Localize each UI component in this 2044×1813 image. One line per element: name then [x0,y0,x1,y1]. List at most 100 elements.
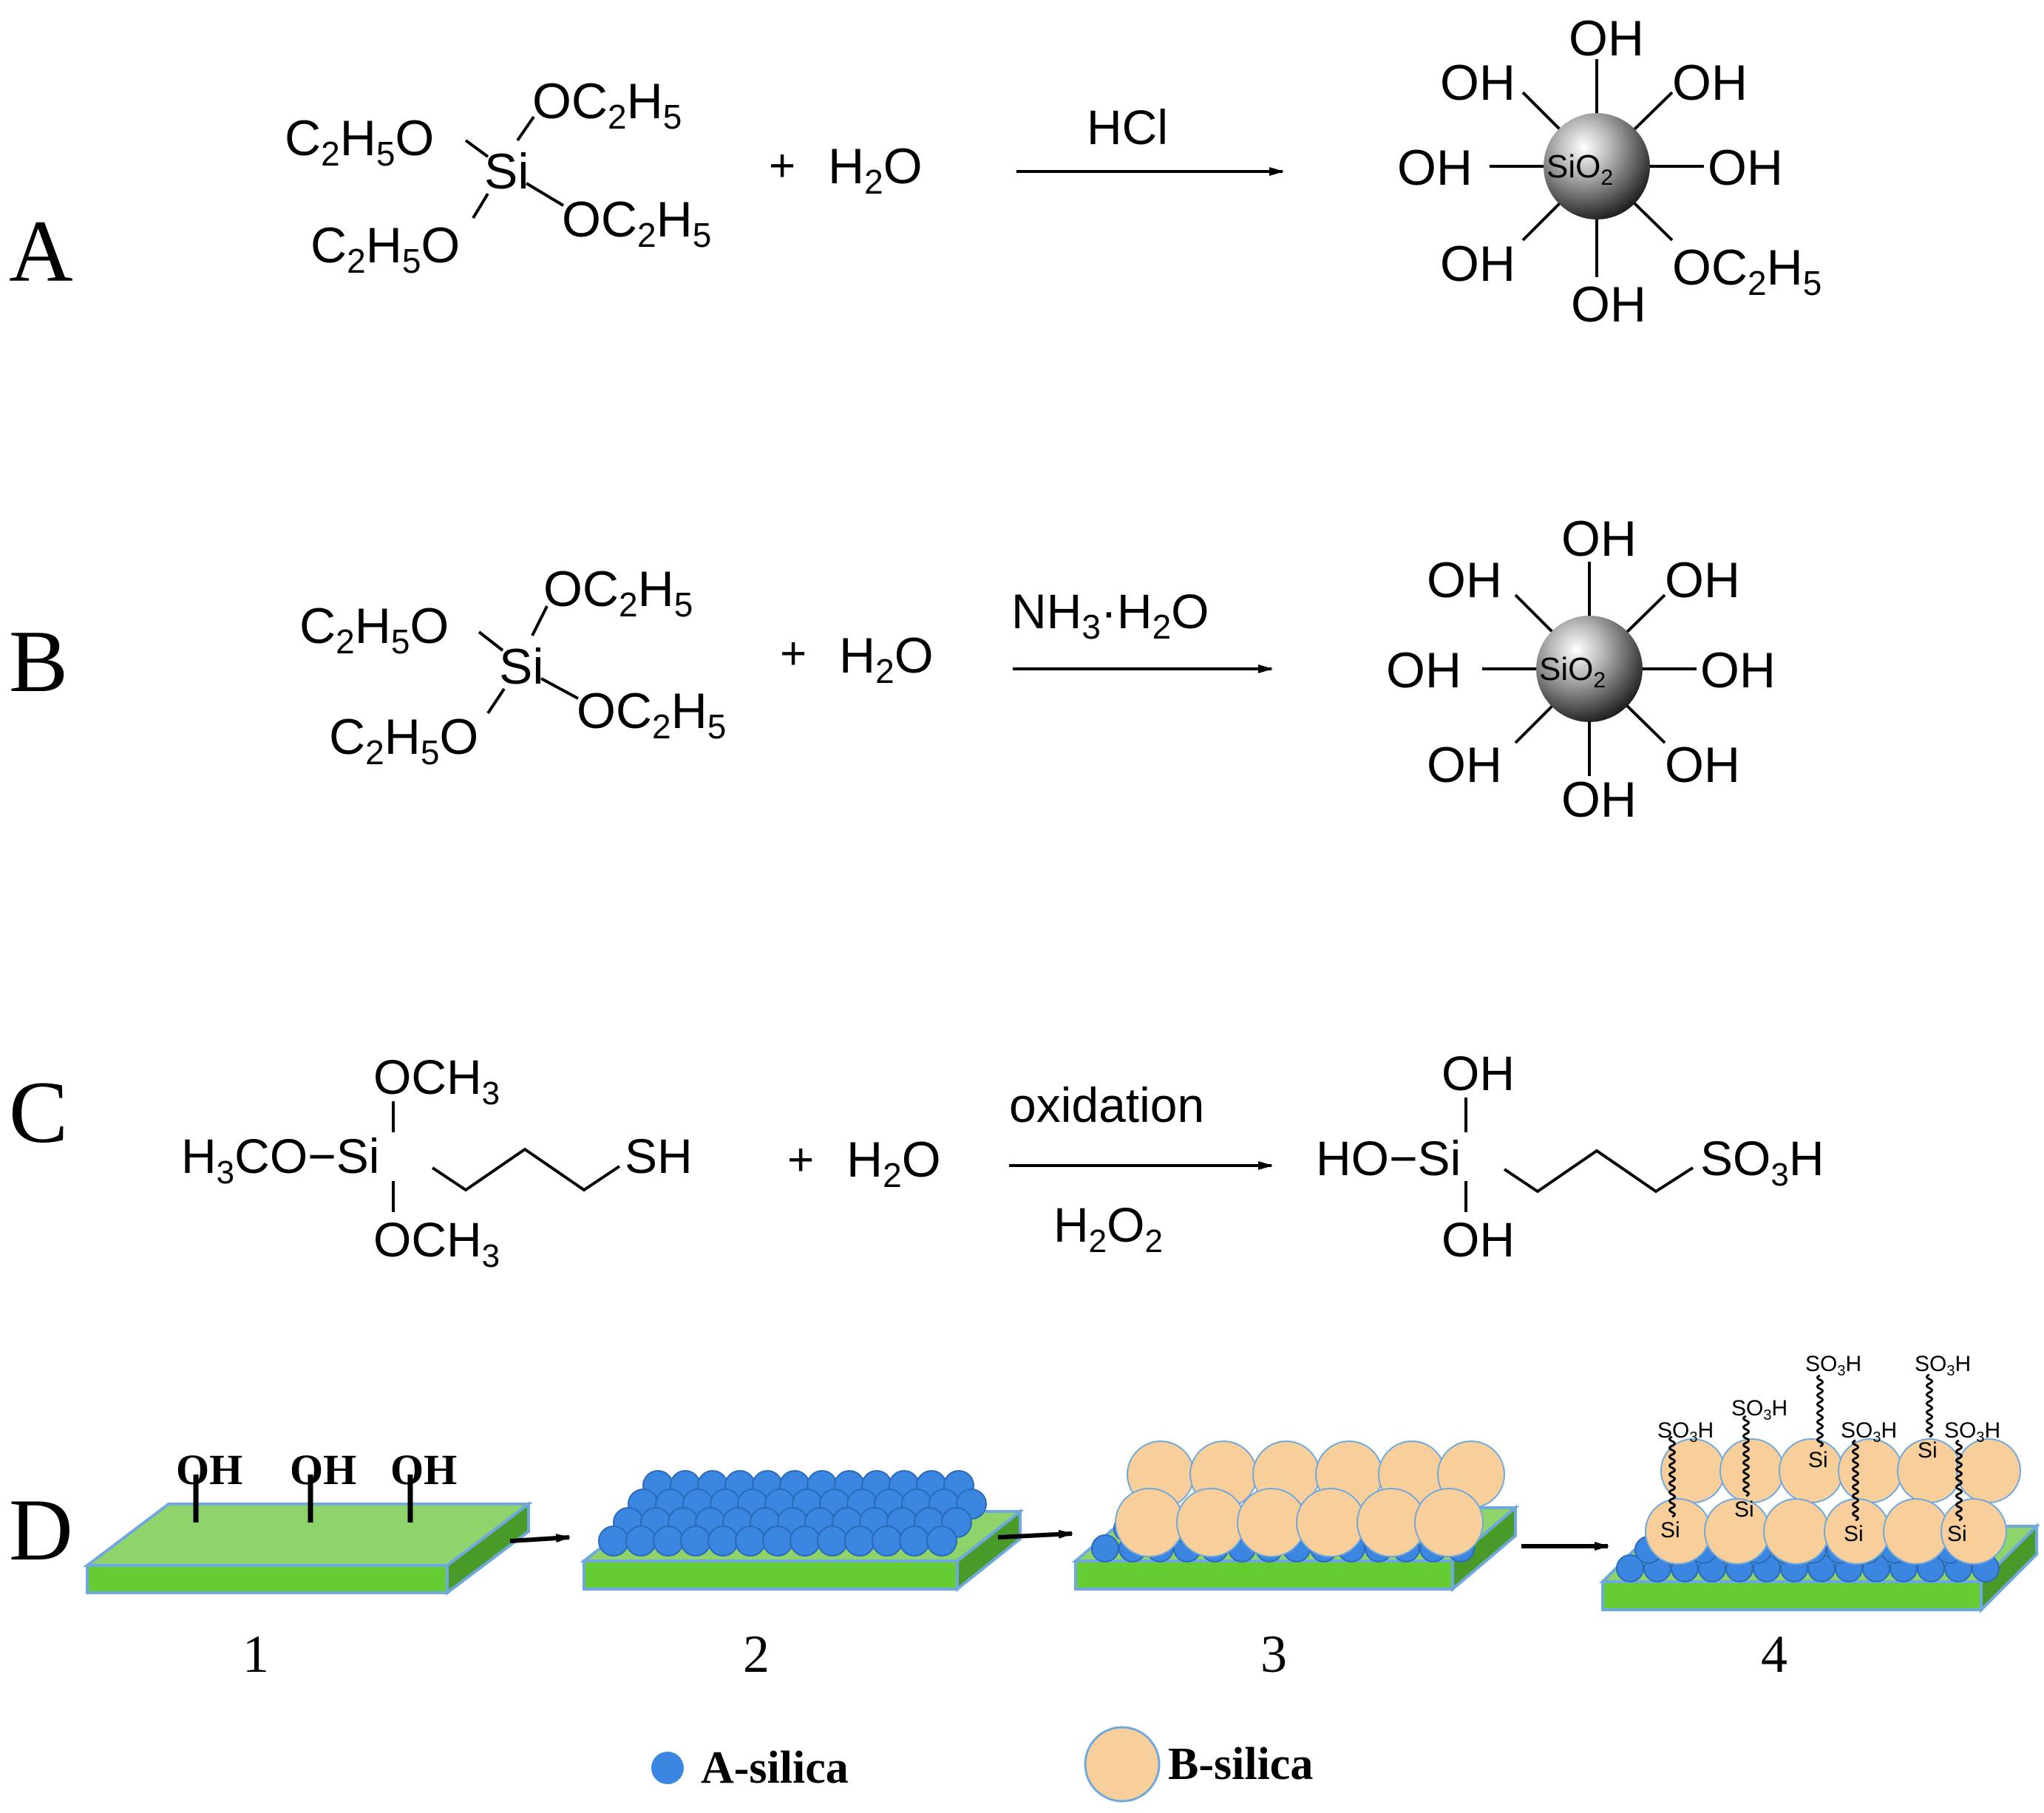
water-reagent-b: H2O [839,627,934,690]
teos-group-c2h5o-left-bottom: C2H5O [310,217,460,280]
graft-sulfonic-group: SO3H [1915,1352,1971,1379]
alkyl-linker [1955,1439,1963,1522]
graft-sulfonic-group: SO3H [1657,1418,1714,1446]
panel-label-a: A [9,202,73,300]
graft-si-atom: Si [1808,1448,1828,1472]
alkyl-linker [1742,1415,1750,1497]
a-silica-layer [598,1470,987,1557]
legend-b-silica-label: B-silica [1168,1739,1313,1789]
hydroxyl-top-right: OH [1672,55,1748,111]
reaction-b: C2H5O OC2H5 Si C2H5O OC2H5 + H2O NH3·H2O… [299,511,1776,828]
hydroxyl-b-bottom-right: OH [1665,737,1740,793]
graft-si-atom: Si [1734,1497,1754,1522]
sulfonic-group: SO3H [1700,1131,1824,1193]
product-propyl-chain [1503,1149,1694,1194]
b-silica-particle [1883,1498,1949,1565]
catalyst-ammonia: NH3·H2O [1011,584,1209,646]
a-silica-particle [625,1525,656,1557]
a-silica-particle [680,1525,711,1557]
graft-si-atom: Si [1660,1518,1680,1542]
teos-group-oc2h5-top: OC2H5 [532,73,682,136]
hydroxyl-b-top: OH [1561,511,1637,567]
graft-si-atom: Si [1947,1522,1967,1546]
alkyl-linker [1852,1439,1859,1522]
plus-sign-b: + [780,628,807,679]
surface-oh-2: OH [290,1446,356,1494]
legend: A-silica B-silica [651,1726,1313,1803]
a-silica-particle [844,1525,875,1557]
teos-b-group-oc2h5-bottom: OC2H5 [577,683,726,746]
hydroxyl-bottom: OH [1571,276,1646,333]
b-silica-particle [1176,1488,1246,1557]
teos-b-group-c2h5o-left-bottom: C2H5O [329,709,478,772]
a-silica-particle [762,1525,793,1557]
b-silica-particle [1838,1438,1903,1503]
panel-label-b: B [9,612,68,710]
hydroxyl-b-left: OH [1386,642,1461,698]
teos-group-c2h5o-left-top: C2H5O [285,110,434,173]
sio2-particle-b: SiO2 OH OH OH OH OH OH OH OH [1386,511,1776,828]
substrate-step-1: OH OH OH [83,1446,533,1596]
process-arrow-1 [509,1534,571,1543]
legend-a-silica-label: A-silica [701,1743,849,1793]
substrate-step-2 [580,1470,1025,1593]
water-reagent-c: H2O [846,1132,941,1194]
alkyl-linker [1816,1374,1824,1448]
mptms-h3co: H3CO−Si [181,1129,379,1191]
water-reagent-a: H2O [828,138,923,201]
step-number-4: 4 [1761,1625,1787,1684]
graft-si-atom: Si [1844,1522,1864,1546]
hydroxyl-b-bottom: OH [1561,772,1637,828]
graft-sulfonic-group: SO3H [1731,1396,1787,1423]
mptms-molecule: OCH3 H3CO−Si OCH3 SH [181,1050,693,1274]
sio2-particle-a: SiO2 OH OH OH OH OH OH OH OC2H5 [1397,10,1821,333]
step-number-3: 3 [1260,1625,1287,1684]
graft-sulfonic-group: SO3H [1805,1352,1861,1379]
a-silica-particle [899,1525,930,1557]
condition-oxidation: oxidation [1009,1078,1204,1132]
teos-group-oc2h5-bottom: OC2H5 [562,191,711,254]
product-oh-top: OH [1442,1046,1515,1101]
surface-oh-3: OH [390,1446,457,1494]
teos-si-atom: Si [484,143,529,200]
b-silica-particle [1956,1438,2021,1503]
b-silica-particle [1719,1438,1785,1503]
a-silica-particle [872,1525,903,1557]
propyl-chain [431,1147,621,1192]
graft-sulfonic-group: SO3H [1944,1418,2000,1446]
hydroxyl-top: OH [1569,10,1644,67]
hydroxyl-top-left: OH [1440,55,1515,111]
surface-oh-1: OH [176,1446,242,1494]
sio2-sphere-b [1536,616,1643,722]
teos-b-group-c2h5o-left-top: C2H5O [299,598,449,661]
mptms-och3-bottom: OCH3 [373,1212,500,1274]
a-silica-particle [707,1525,739,1557]
b-silica-particle [1414,1488,1484,1557]
a-silica-particle [790,1525,821,1557]
product-oh-bottom: OH [1442,1212,1515,1267]
condition-peroxide: H2O2 [1053,1197,1163,1259]
a-silica-particle [653,1525,684,1557]
teos-b-group-oc2h5-top: OC2H5 [543,561,693,624]
catalyst-hcl: HCl [1087,100,1168,154]
hydroxyl-b-bottom-left: OH [1427,737,1502,793]
legend-b-silica-swatch [1084,1726,1161,1803]
ethoxy-bottom-right: OC2H5 [1672,239,1821,302]
graft-sulfonic-group: SO3H [1841,1418,1897,1446]
b-silica-particle [1296,1488,1365,1557]
b-silica-particle [1115,1488,1184,1557]
hydroxyl-b-top-right: OH [1665,552,1740,608]
surface-hydroxyls: OH OH OH [176,1446,457,1523]
hydroxyl-bottom-left: OH [1440,236,1515,292]
alkyl-linker [1668,1435,1676,1518]
panel-label-d: D [9,1480,73,1579]
graft-si-atom: Si [1918,1438,1938,1463]
step-number-1: 1 [242,1625,269,1684]
substrate-step-3 [1071,1440,1520,1593]
a-silica-particle [926,1525,957,1557]
plus-sign-c: + [787,1135,814,1186]
